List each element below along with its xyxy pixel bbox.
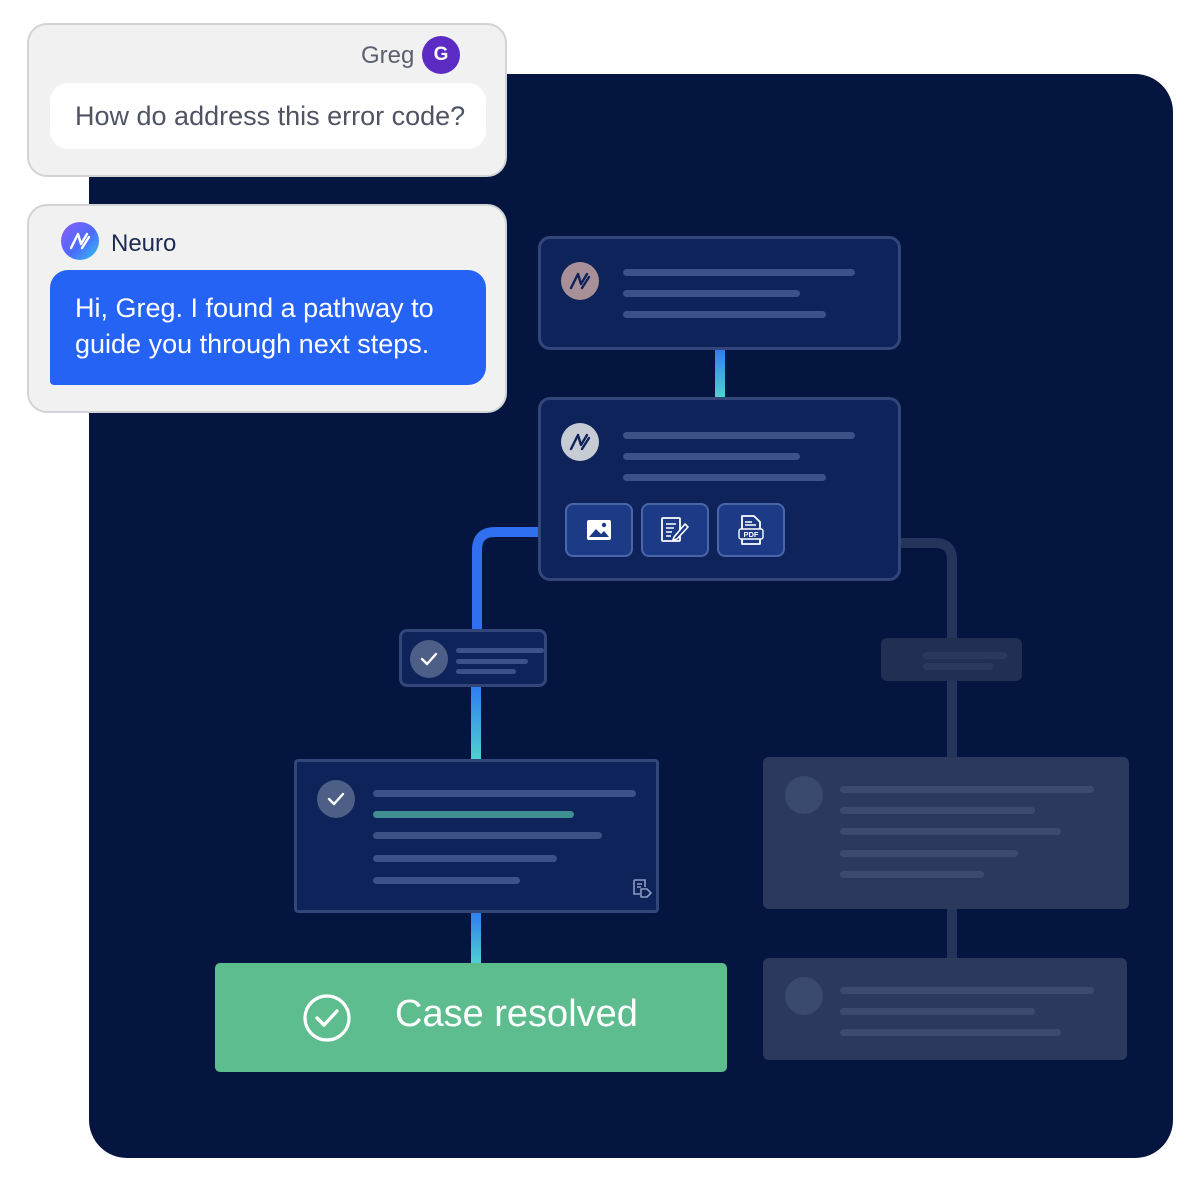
pdf-attachment-button[interactable]: PDF: [717, 503, 785, 557]
user-name: Greg: [361, 42, 415, 69]
flow-step-check-small[interactable]: [399, 629, 547, 687]
connector-bottom: [471, 912, 481, 964]
bot-message-card: Neuro Hi, Greg. I found a pathway to gui…: [27, 204, 507, 413]
check-icon: [410, 640, 448, 678]
check-circle-icon: [303, 994, 351, 1042]
connector-left-branch: [472, 527, 540, 632]
neuro-logo-icon: [561, 262, 599, 300]
user-message-text: How do address this error code?: [75, 100, 466, 131]
pdf-label: PDF: [744, 530, 759, 539]
connector-right-branch: [900, 538, 957, 965]
user-message-card: Greg G How do address this error code?: [27, 23, 507, 177]
image-attachment-button[interactable]: [565, 503, 633, 557]
bot-name: Neuro: [111, 230, 177, 257]
neuro-logo-icon: [69, 232, 91, 250]
flow-step-1[interactable]: [538, 236, 901, 350]
connector-top: [715, 349, 725, 397]
check-icon: [317, 780, 355, 818]
connector-mid: [471, 687, 481, 759]
edit-document-icon: [661, 517, 689, 542]
bot-message-bubble: Hi, Greg. I found a pathway to guide you…: [50, 270, 486, 385]
case-resolved-banner: Case resolved: [215, 963, 727, 1072]
flow-step-2[interactable]: PDF: [538, 397, 901, 581]
article-tag-icon: [633, 879, 652, 898]
user-message-bubble: How do address this error code?: [50, 83, 486, 149]
image-icon: [587, 520, 611, 540]
faded-step-small: [881, 638, 1022, 681]
user-avatar: G: [422, 36, 460, 74]
bot-message-line-2: guide you through next steps.: [75, 329, 430, 359]
neuro-logo-icon: [561, 423, 599, 461]
bot-message-line-1: Hi, Greg. I found a pathway to: [75, 293, 434, 323]
faded-step-large: [763, 757, 1129, 909]
faded-step-bottom: [763, 958, 1127, 1060]
document-attachment-button[interactable]: [641, 503, 709, 557]
pdf-file-icon: PDF: [738, 515, 764, 545]
case-resolved-label: Case resolved: [395, 993, 638, 1035]
neuro-avatar: [61, 222, 99, 260]
user-avatar-initial: G: [433, 44, 449, 65]
flow-step-check-large[interactable]: [294, 759, 659, 913]
